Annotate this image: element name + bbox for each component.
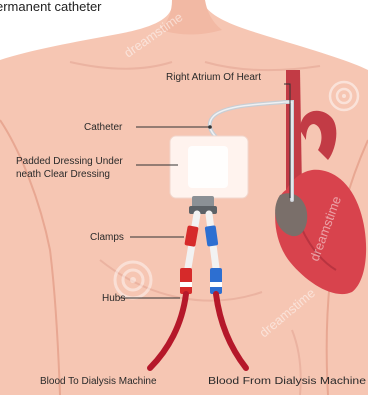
dressing-pad-inner [188, 146, 228, 188]
label-clamps: Clamps [90, 232, 124, 243]
label-dressing-line2: neath Clear Dressing [16, 169, 110, 180]
label-right-atrium: Right Atrium Of Heart [166, 72, 261, 83]
diagram-title: ermanent catheter [0, 0, 102, 14]
label-catheter: Catheter [84, 122, 123, 133]
leader-catheter-dot [208, 125, 212, 129]
label-blood-to: Blood To Dialysis Machine [40, 376, 157, 387]
label-blood-from: Blood From Dialysis Machine [208, 376, 367, 387]
blue-hub-band [210, 282, 222, 287]
label-dressing-line1: Padded Dressing Under [16, 156, 123, 167]
red-hub [180, 268, 192, 294]
catheter-hub-collar [189, 206, 217, 214]
red-hub-band [180, 282, 192, 287]
label-hubs: Hubs [102, 293, 125, 304]
blue-hub [210, 268, 222, 294]
